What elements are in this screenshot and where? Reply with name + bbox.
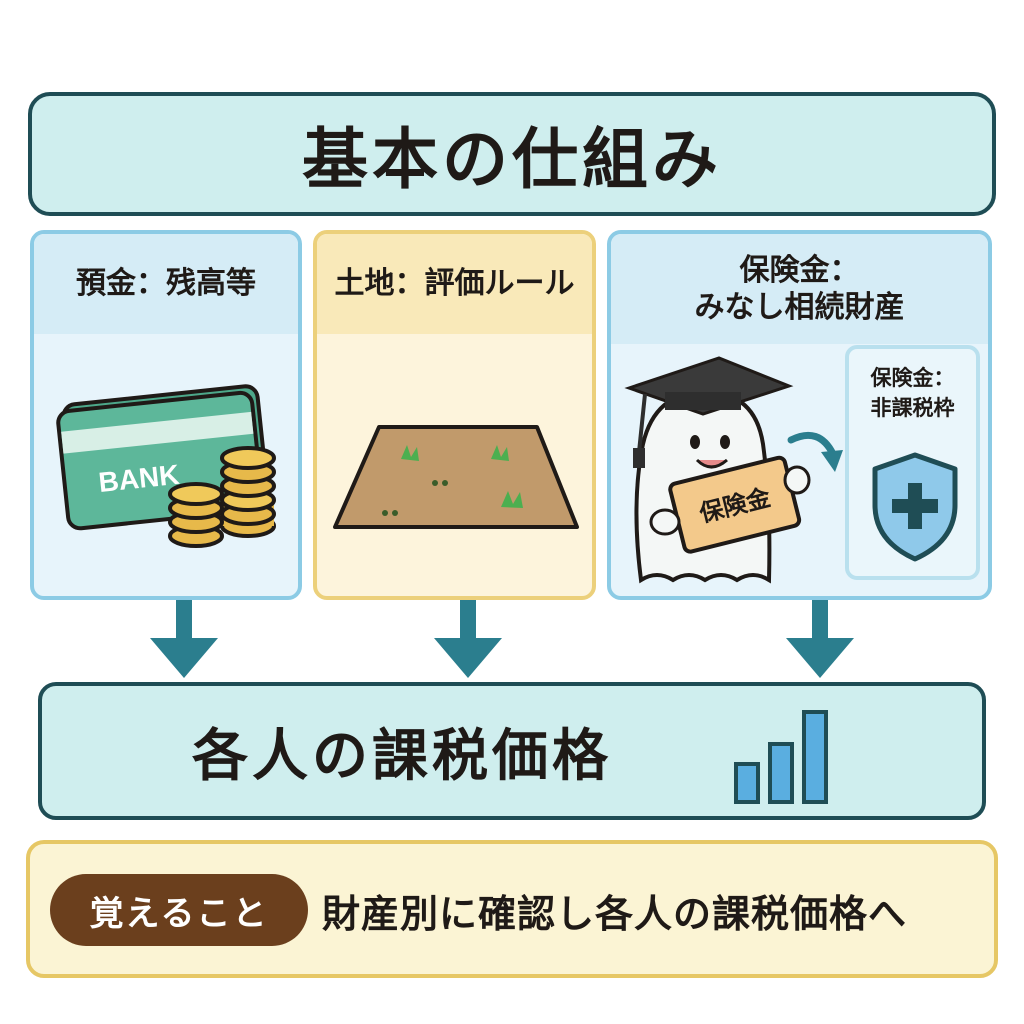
bar-chart-icon bbox=[734, 710, 828, 804]
result-box: 各人の課税価格 bbox=[38, 682, 986, 820]
title-banner: 基本の仕組み bbox=[28, 92, 996, 216]
shield-plus-icon bbox=[872, 452, 958, 562]
curved-arrow-icon bbox=[787, 431, 843, 472]
panel-land-label: 土地：評価ルール bbox=[334, 266, 575, 302]
arrow-down-icon-deposit bbox=[150, 600, 218, 678]
note-box: 覚えること 財産別に確認し各人の課税価格へ bbox=[26, 840, 998, 978]
panel-land-header: 土地：評価ルール bbox=[317, 234, 592, 334]
panel-deposit-label: 預金：残高等 bbox=[76, 266, 256, 302]
exemption-title: 保険金： 非課税枠 bbox=[849, 363, 976, 424]
land-plot-icon bbox=[333, 425, 579, 529]
result-label: 各人の課税価格 bbox=[192, 723, 612, 789]
panel-insurance-label-line2: みなし相続財産 bbox=[694, 290, 905, 325]
panel-deposit: 預金：残高等 BANK bbox=[30, 230, 302, 600]
panel-insurance-header: 保険金： みなし相続財産 bbox=[611, 234, 988, 344]
panel-insurance-label-line1: 保険金： bbox=[739, 252, 860, 288]
exemption-label-line2: 非課税枠 bbox=[870, 396, 955, 421]
exemption-label-line1: 保険金： bbox=[870, 366, 955, 390]
arrow-down-icon-insurance bbox=[786, 600, 854, 678]
panel-deposit-header: 預金：残高等 bbox=[34, 234, 298, 334]
note-text: 財産別に確認し各人の課税価格へ bbox=[322, 891, 908, 936]
bank-card-and-coins-icon: BANK bbox=[56, 384, 276, 548]
panel-insurance-exemption: 保険金： 非課税枠 bbox=[845, 345, 980, 580]
panel-land: 土地：評価ルール bbox=[313, 230, 596, 600]
note-badge: 覚えること bbox=[50, 874, 308, 946]
page-title: 基本の仕組み bbox=[302, 121, 722, 198]
arrow-down-icon-land bbox=[434, 600, 502, 678]
ghost-mascot-icon: 保険金 bbox=[624, 356, 811, 584]
